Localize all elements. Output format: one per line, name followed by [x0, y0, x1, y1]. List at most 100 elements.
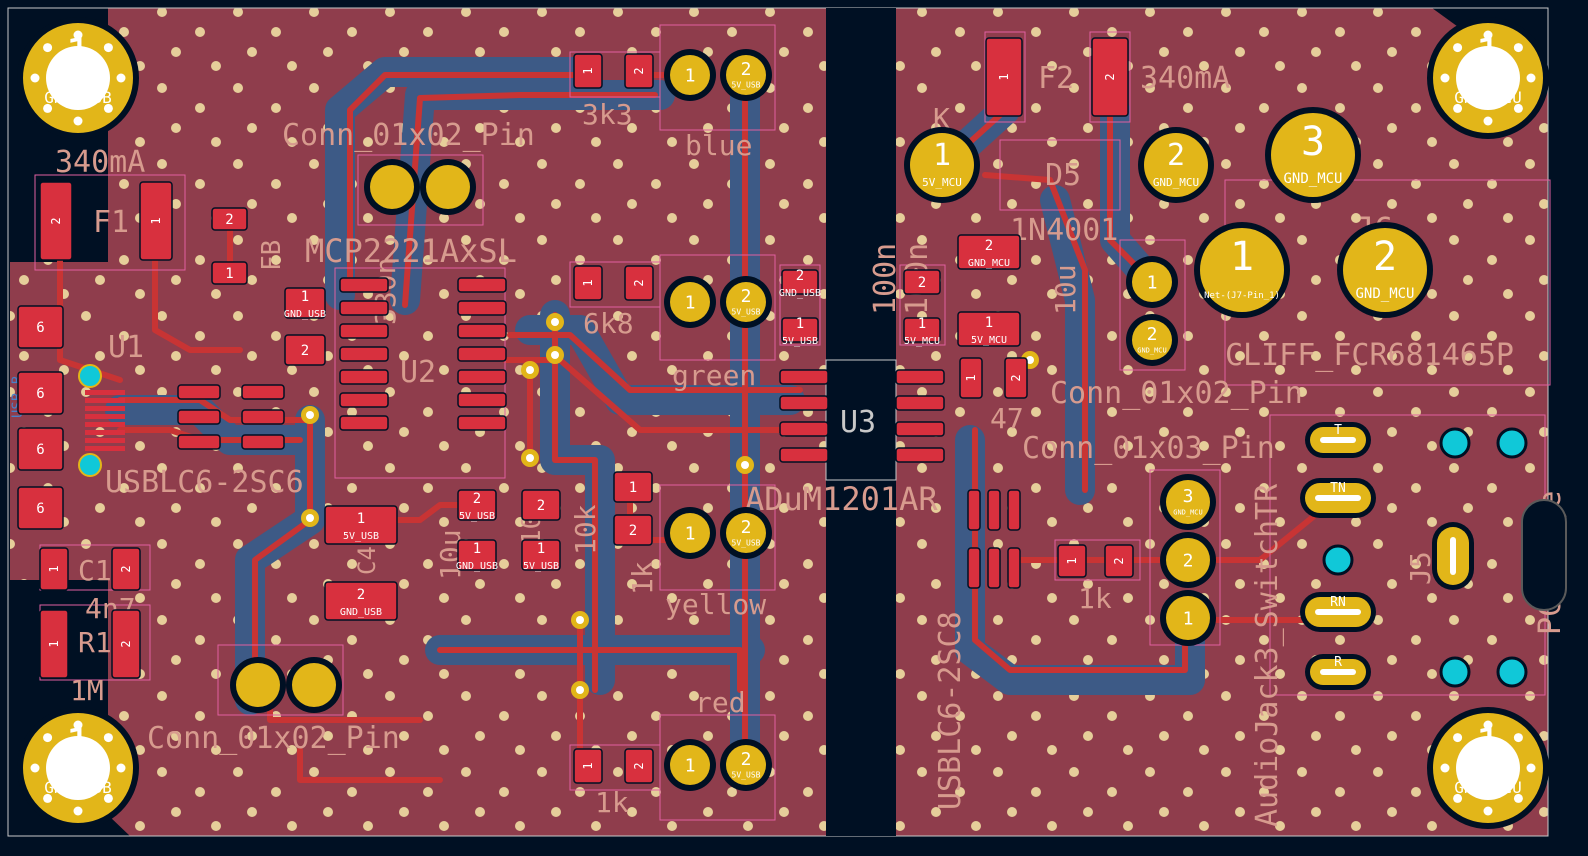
tht-pad-net: Net-(J7-Pin_1) — [1204, 291, 1280, 301]
smd-pad-copper — [573, 53, 603, 89]
smd-pad-copper — [457, 489, 497, 521]
smd-pad-number: 2 — [629, 523, 637, 539]
smd-pad-number: 1 — [796, 316, 804, 332]
mounting-hole-net: GND_MCU — [1454, 88, 1521, 107]
smd-pad-number: 2 — [119, 640, 133, 647]
r6-value: 3k3 — [582, 98, 633, 131]
smd-pad-copper — [457, 300, 507, 316]
audio-jack-pad-slot — [1315, 495, 1361, 501]
u1-ref: U1 — [108, 330, 144, 365]
smd-pad-copper — [1007, 547, 1021, 589]
tht-pad-ring — [1200, 228, 1284, 312]
smd-pad-number: 1 — [473, 541, 481, 557]
conn-3pin-label: Conn_01x03_Pin — [1022, 431, 1275, 466]
mounting-hole-number: 1 — [65, 29, 90, 78]
tht-pad-ring — [236, 663, 280, 707]
smd-pad-copper — [177, 409, 221, 425]
audio-jack-npth — [78, 364, 1528, 688]
led-pad: 25V_USB — [720, 276, 772, 328]
smd-pad — [177, 409, 221, 425]
smd-pad-number: 1 — [985, 315, 993, 331]
smd-pad — [339, 300, 389, 316]
smd-pad-copper — [1007, 489, 1021, 531]
tht-pad-number: 2 — [741, 749, 752, 770]
smd-pad-number: 1 — [47, 565, 61, 572]
smd-pad-copper — [177, 384, 221, 400]
audio-jack-pad-slot — [1320, 669, 1356, 675]
tht-pad-net: GND_MCU — [1355, 286, 1414, 302]
smd-pad: 15V_USB — [521, 539, 561, 572]
smd-pad-copper — [781, 269, 819, 295]
smd-pad-number: 1 — [997, 73, 1011, 80]
tht-pad-ring — [1343, 228, 1427, 312]
smd-pad: 2 — [39, 181, 73, 261]
smd-pad-copper — [895, 395, 945, 411]
tht-pad-ring — [726, 745, 766, 785]
smd-pad: 1 — [573, 748, 603, 784]
smd-pad-copper — [457, 346, 507, 362]
audio-jack-pad-label: RN — [1330, 595, 1346, 610]
tht-pad-ring — [1166, 480, 1210, 524]
tht-pad-number: 3 — [1301, 119, 1325, 165]
board-outline — [7, 7, 1549, 837]
mounting-hole-via — [73, 806, 83, 816]
smd-pad — [457, 369, 507, 385]
usb-finger — [85, 446, 125, 451]
audio-jack-pad: TN — [1300, 478, 1376, 518]
smd-pad-copper — [779, 395, 829, 411]
usb-finger — [85, 414, 125, 419]
usb-finger — [85, 422, 125, 427]
tht-pad-net: 5V_USB — [732, 771, 761, 780]
f1-ref: F1 — [93, 205, 129, 240]
tht-pad-number: 2 — [1167, 138, 1185, 173]
c5-value: 100n — [868, 243, 903, 315]
smd-pad-number: 1 — [357, 511, 365, 527]
smd-pad-copper — [241, 409, 285, 425]
smd-pad — [967, 547, 981, 589]
mounting-hole-via — [103, 793, 113, 803]
smd-pad-number: 1 — [629, 480, 637, 496]
smd-pad-copper — [987, 547, 1001, 589]
smd-pad — [457, 277, 507, 293]
audio-jack-label: AudioJack3_SwitchTR — [1250, 483, 1285, 827]
pcb-edge-pad — [1521, 499, 1567, 611]
mounting-hole-via — [116, 763, 126, 773]
tht-pad-number: 1 — [685, 755, 696, 776]
smd-pad-copper — [39, 547, 69, 591]
smd-pad-copper — [111, 609, 141, 679]
smd-pad-copper — [779, 447, 829, 463]
smd-pad-number: 2 — [357, 587, 365, 603]
smd-pad-number: 6 — [36, 501, 44, 517]
mounting-hole-drill — [1456, 736, 1520, 800]
tht-pad-net: 5V_USB — [732, 81, 761, 90]
c7-value: 10u — [1049, 264, 1082, 315]
mounting-hole-via — [103, 733, 113, 743]
smd-pad-copper — [457, 323, 507, 339]
smd-pad — [457, 346, 507, 362]
smd-pad-net: GND_USB — [456, 561, 498, 572]
smd-pad-copper — [339, 369, 389, 385]
smd-pad-copper — [457, 392, 507, 408]
tht-pad-number: 1 — [933, 138, 951, 173]
u3-ref: U3 — [840, 405, 876, 440]
smd-pad-net: 5V_USB — [343, 531, 379, 542]
mounting-hole-number: 1 — [1475, 719, 1500, 768]
mounting-hole-via — [1513, 103, 1523, 113]
mounting-hole-via — [116, 73, 126, 83]
smd-pad-copper — [521, 539, 561, 571]
tht-pad-ring — [726, 282, 766, 322]
audio-jack-pad-label: TN — [1330, 481, 1346, 496]
smd-pad-copper — [111, 547, 141, 591]
smd-pad-copper — [895, 421, 945, 437]
j3-pad: 1 — [1160, 590, 1216, 646]
tht-pad-net: GND_MCU — [1173, 509, 1203, 517]
mounting-hole-drill — [1456, 46, 1520, 110]
smd-pad-copper — [573, 748, 603, 784]
led-pad: 1 — [664, 507, 716, 559]
tht-pad-ring — [670, 745, 710, 785]
smd-pad — [457, 415, 507, 431]
smd-pad: 1 — [613, 471, 653, 503]
